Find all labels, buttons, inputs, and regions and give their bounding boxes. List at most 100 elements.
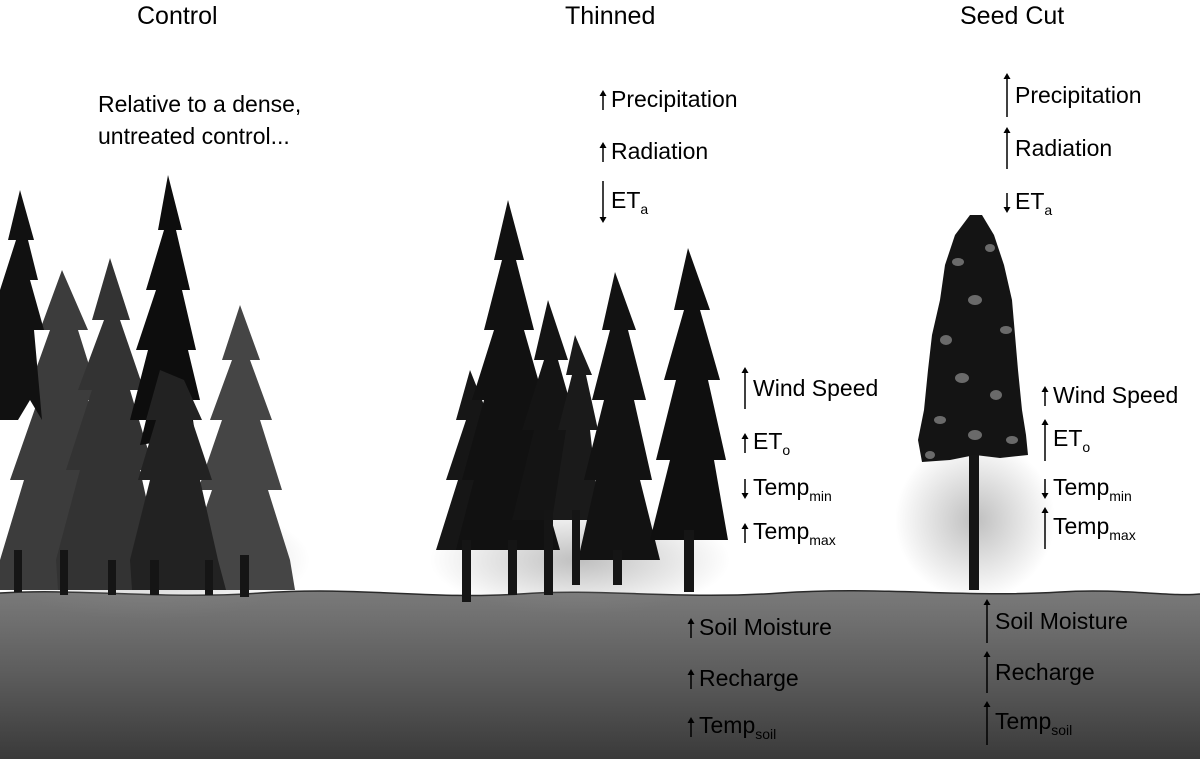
down-arrow-icon <box>599 181 607 223</box>
up-arrow-icon <box>983 701 991 745</box>
thinned-wind-speed: Wind Speed <box>740 366 878 410</box>
up-arrow-icon <box>1041 419 1049 461</box>
control-trunk-6 <box>240 555 249 597</box>
down-arrow-icon <box>1003 193 1011 213</box>
control-title: Control <box>137 2 218 30</box>
thinned-precipitation: Precipitation <box>598 86 738 113</box>
thinned-et-a-sub: a <box>640 201 649 217</box>
thinned-temp-max: Tempmax <box>740 518 836 548</box>
control-trunk-4 <box>150 560 159 595</box>
crown-gap <box>934 416 946 424</box>
control-note: Relative to a dense, untreated control..… <box>98 88 301 152</box>
seedcut-temp-soil: Tempsoil <box>982 700 1072 746</box>
down-arrow-icon <box>741 479 749 499</box>
seed-cut-crown <box>918 215 1028 462</box>
seedcut-precipitation-text: Precipitation <box>1015 81 1142 108</box>
thinned-trees <box>436 200 728 602</box>
seedcut-et-a-base: ET <box>1015 188 1045 214</box>
seedcut-recharge: Recharge <box>982 650 1095 694</box>
control-tree-left <box>0 190 44 420</box>
thinned-trunk-6 <box>684 530 694 592</box>
seedcut-soil-moisture-text: Soil Moisture <box>995 607 1128 634</box>
seedcut-temp-max-sub: max <box>1109 527 1136 543</box>
crown-gap <box>985 244 995 252</box>
up-arrow-icon <box>983 651 991 693</box>
thinned-soil-moisture-text: Soil Moisture <box>699 614 832 640</box>
seedcut-temp-min-sub: min <box>1109 488 1132 504</box>
control-note-line1: Relative to a dense, <box>98 91 302 117</box>
up-arrow-icon <box>741 367 749 409</box>
crown-gap <box>925 451 935 459</box>
thinned-wind-speed-text: Wind Speed <box>753 374 879 401</box>
seedcut-temp-soil-base: Temp <box>995 708 1052 734</box>
control-tree-back-3 <box>56 258 170 590</box>
control-trunk-3 <box>108 560 116 595</box>
thinned-trunk-5 <box>613 550 622 585</box>
control-note-line2: untreated control... <box>98 123 290 149</box>
crown-gap <box>940 335 952 345</box>
seedcut-et-o-base: ET <box>1053 425 1083 451</box>
up-arrow-icon <box>1003 127 1011 169</box>
seed-cut-trunk <box>969 455 979 590</box>
thinned-trunk-2 <box>508 540 517 595</box>
control-trees <box>0 175 295 597</box>
control-tree-mid <box>130 370 226 590</box>
crown-gap <box>968 295 982 305</box>
thinned-recharge-text: Recharge <box>699 665 799 691</box>
up-arrow-icon <box>741 523 749 543</box>
thinned-temp-soil-sub: soil <box>755 726 777 742</box>
thinned-trunk-1 <box>462 540 471 602</box>
up-arrow-icon <box>599 89 607 110</box>
seed-cut-tree <box>918 215 1028 590</box>
thinned-radiation-text: Radiation <box>611 138 709 164</box>
crown-gap <box>968 430 982 440</box>
seed-cut-title: Seed Cut <box>960 2 1065 30</box>
seedcut-et-a-sub: a <box>1044 202 1053 218</box>
seedcut-radiation: Radiation <box>1002 126 1112 170</box>
up-arrow-icon <box>1041 507 1049 549</box>
thinned-et-o-base: ET <box>753 428 783 454</box>
control-trunk-1 <box>14 550 22 592</box>
up-arrow-icon <box>983 599 991 643</box>
seedcut-temp-max: Tempmax <box>1040 506 1136 550</box>
control-tree-back-2 <box>188 305 295 590</box>
crown-gap <box>952 258 964 266</box>
seedcut-et-o-sub: o <box>1082 439 1091 455</box>
seedcut-temp-max-base: Temp <box>1053 513 1110 539</box>
thinned-et-a-base: ET <box>611 187 641 213</box>
seed-cut-crown-gaps <box>925 244 1018 459</box>
seedcut-et-o: ETo <box>1040 418 1090 462</box>
seedcut-wind-speed-text: Wind Speed <box>1053 382 1179 408</box>
soil-ground <box>0 590 1200 759</box>
thinned-radiation: Radiation <box>598 138 708 165</box>
thinned-tree-4 <box>552 335 600 520</box>
thinned-trunk-3 <box>544 510 553 595</box>
seedcut-soil-moisture: Soil Moisture <box>982 598 1128 644</box>
up-arrow-icon <box>687 717 695 737</box>
up-arrow-icon <box>1003 73 1011 117</box>
thinned-tree-6 <box>650 248 728 540</box>
seedcut-recharge-text: Recharge <box>995 658 1095 685</box>
up-arrow-icon <box>687 617 695 638</box>
up-arrow-icon <box>687 668 695 689</box>
thinned-temp-min-base: Temp <box>753 474 810 500</box>
thinned-title: Thinned <box>565 2 656 30</box>
thinned-et-o-sub: o <box>782 442 791 458</box>
crown-gap <box>955 373 969 383</box>
crown-gap <box>990 390 1002 400</box>
thinned-tree-5 <box>578 272 660 560</box>
seedcut-temp-min-base: Temp <box>1053 474 1110 500</box>
thinned-et-o: ETo <box>740 428 790 458</box>
thinned-temp-max-sub: max <box>809 532 836 548</box>
thinned-soil-moisture: Soil Moisture <box>686 614 832 641</box>
thinned-temp-min: Tempmin <box>740 474 832 504</box>
thinned-temp-soil-base: Temp <box>699 712 756 738</box>
seedcut-wind-speed: Wind Speed <box>1040 382 1178 409</box>
control-trunk-5 <box>205 560 213 595</box>
up-arrow-icon <box>741 433 749 453</box>
thinned-trunk-4 <box>572 510 580 585</box>
control-trunk-2 <box>60 550 68 595</box>
seedcut-temp-soil-sub: soil <box>1051 722 1073 738</box>
up-arrow-icon <box>599 141 607 162</box>
crown-gap <box>1006 436 1018 444</box>
